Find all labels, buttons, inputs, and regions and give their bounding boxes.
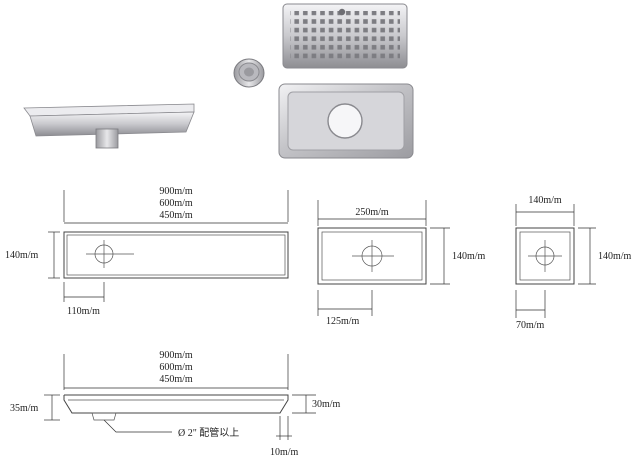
medium-drain-plan-drawing: 250m/m 140m/m 125m/m [317, 200, 486, 327]
strainer-cup-photo [233, 58, 265, 88]
medium-plan-width: 250m/m [355, 207, 389, 218]
square-plan-height: 140m/m [598, 251, 632, 262]
long-channel-plan-drawing: 900m/m 600m/m 450m/m 140m/m 110m/m [5, 186, 289, 317]
side-flange: 10m/m [270, 447, 299, 458]
long-plan-length-900: 900m/m [159, 186, 193, 197]
drain-body-photo [278, 83, 414, 159]
side-length-900: 900m/m [159, 350, 193, 361]
side-profile-photo [23, 103, 195, 149]
long-plan-length-600: 600m/m [159, 198, 193, 209]
long-plan-length-450: 450m/m [159, 210, 193, 221]
long-channel-side-drawing: 900m/m 600m/m 450m/m 35m/m 30m/m 10m/m Ø… [10, 350, 341, 458]
square-plan-outlet-offset: 70m/m [516, 320, 545, 331]
side-length-600: 600m/m [159, 362, 193, 373]
long-plan-height: 140m/m [5, 250, 39, 261]
long-plan-outlet-offset: 110m/m [67, 306, 100, 317]
side-length-450: 450m/m [159, 374, 193, 385]
medium-plan-height: 140m/m [452, 251, 486, 262]
square-plan-width: 140m/m [528, 195, 562, 206]
medium-plan-outlet-offset: 125m/m [326, 316, 360, 327]
side-total-depth: 35m/m [10, 403, 39, 414]
cover-plate-photo [282, 3, 408, 69]
side-channel-depth: 30m/m [312, 399, 341, 410]
side-pipe-note: Ø 2" 配管以上 [178, 426, 239, 439]
square-drain-plan-drawing: 140m/m 140m/m 70m/m [515, 195, 632, 331]
